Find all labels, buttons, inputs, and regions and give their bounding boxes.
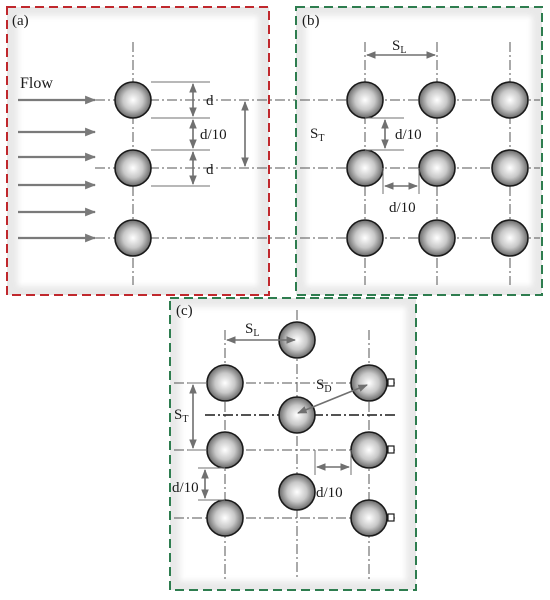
tube	[206, 499, 244, 537]
panel-a: (a) Flow	[6, 6, 300, 296]
tube	[114, 149, 152, 187]
dim-d-bottom-label: d	[206, 162, 214, 178]
dim-vertical-gap-label: d/10	[172, 480, 199, 496]
panel-c: (c)	[169, 297, 417, 591]
tube-marker	[387, 445, 395, 454]
dim-st-label: ST	[174, 407, 188, 425]
tube	[491, 149, 529, 187]
panel-b-tubes	[346, 81, 529, 257]
panel-a-tubes	[114, 81, 152, 257]
tube	[350, 499, 388, 537]
panel-b: (b) SL	[295, 6, 543, 296]
dim-d-top-label: d	[206, 93, 214, 109]
tube	[206, 364, 244, 402]
panel-b-tag: (b)	[302, 13, 320, 29]
panel-b-dimensions	[365, 51, 436, 194]
dim-horizontal-gap-label: d/10	[316, 485, 343, 501]
tube	[418, 219, 456, 257]
tube	[278, 473, 316, 511]
tube	[346, 149, 384, 187]
dim-sl-label: SL	[392, 38, 406, 56]
tube	[278, 396, 316, 434]
flow-label: Flow	[20, 75, 53, 92]
tube-marker	[387, 378, 395, 387]
panel-a-tag: (a)	[12, 13, 29, 29]
dim-sd-label: SD	[316, 377, 332, 395]
tube	[114, 81, 152, 119]
flow-arrows	[18, 95, 97, 243]
tube	[114, 219, 152, 257]
dim-vertical-gap-label: d/10	[395, 127, 422, 143]
dim-sd-arrow	[297, 384, 368, 414]
dim-sl-label: SL	[245, 321, 259, 339]
tube	[491, 81, 529, 119]
dim-st-label: ST	[310, 126, 324, 144]
tube	[346, 81, 384, 119]
tube	[418, 81, 456, 119]
panel-a-border	[6, 6, 270, 296]
tube	[418, 149, 456, 187]
panel-c-border	[169, 297, 417, 591]
panel-c-tubes	[206, 321, 395, 537]
dim-horizontal-gap-label: d/10	[389, 200, 416, 216]
tube	[346, 219, 384, 257]
tube-marker	[387, 513, 395, 522]
panel-c-tag: (c)	[176, 303, 193, 319]
panel-c-dimensions	[188, 336, 368, 501]
tube	[350, 431, 388, 469]
tube	[350, 364, 388, 402]
panel-b-border	[295, 6, 543, 296]
panel-a-dimensions	[151, 81, 249, 187]
dim-gap-label: d/10	[200, 127, 227, 143]
tube	[491, 219, 529, 257]
tube	[206, 431, 244, 469]
